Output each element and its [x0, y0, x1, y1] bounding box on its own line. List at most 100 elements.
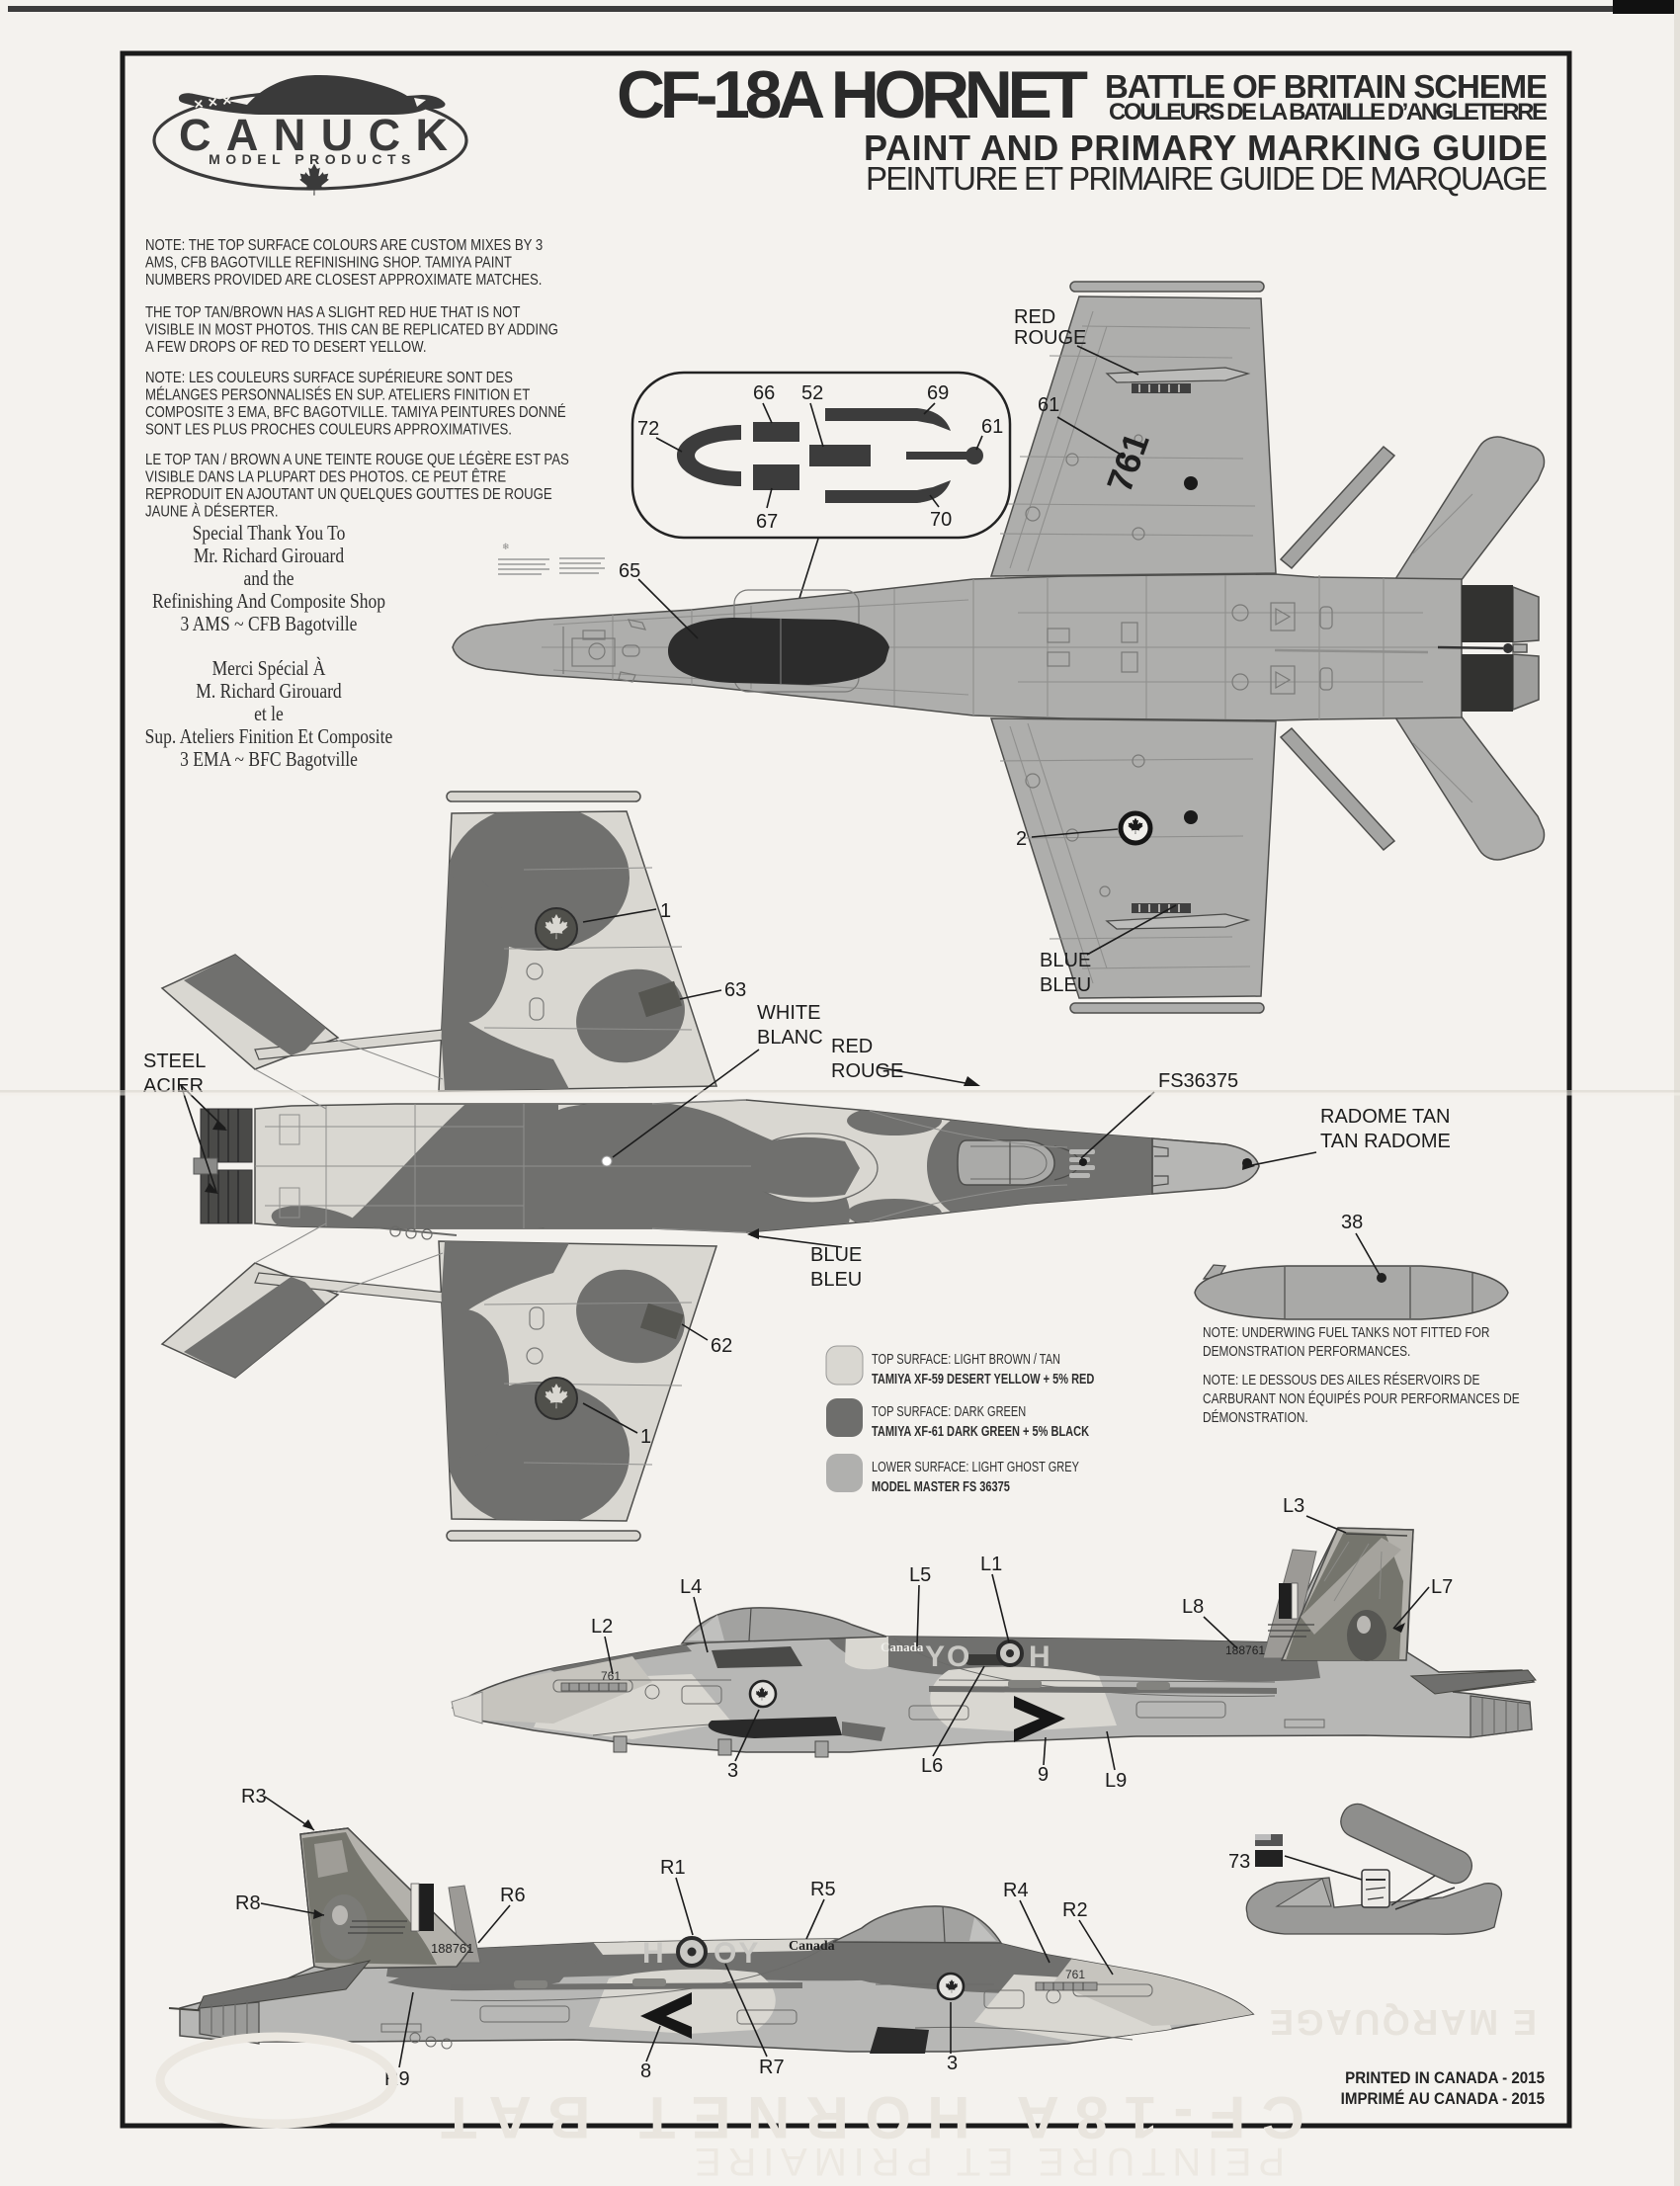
svg-text:H: H — [642, 1937, 664, 1970]
svg-text:L2: L2 — [591, 1616, 613, 1638]
svg-text:JAUNE À DÉSERTER.: JAUNE À DÉSERTER. — [145, 503, 279, 521]
svg-text:OY: OY — [714, 1937, 760, 1970]
svg-text:70: 70 — [930, 509, 952, 531]
svg-text:8: 8 — [640, 2060, 651, 2082]
svg-text:Merci Spécial À: Merci Spécial À — [212, 657, 326, 681]
svg-text:R3: R3 — [241, 1786, 267, 1808]
svg-text:R7: R7 — [759, 2057, 785, 2078]
svg-text:BLEU: BLEU — [810, 1269, 862, 1291]
svg-text:TOP SURFACE: DARK GREEN: TOP SURFACE: DARK GREEN — [872, 1402, 1026, 1419]
svg-text:E MARQUAGE: E MARQUAGE — [1270, 2002, 1537, 2043]
svg-text:VISIBLE IN MOST PHOTOS. THIS C: VISIBLE IN MOST PHOTOS. THIS CAN BE REPL… — [145, 322, 558, 339]
svg-text:H: H — [1029, 1640, 1050, 1673]
svg-text:FS36375: FS36375 — [1158, 1070, 1238, 1092]
svg-text:761: 761 — [1065, 1968, 1085, 1981]
svg-text:R6: R6 — [500, 1885, 526, 1906]
svg-text:73: 73 — [1228, 1851, 1250, 1873]
svg-text:38: 38 — [1341, 1212, 1363, 1233]
svg-text:L3: L3 — [1283, 1495, 1304, 1517]
svg-text:3: 3 — [727, 1760, 738, 1782]
svg-text:BATTLE OF BRITAIN SCHEME: BATTLE OF BRITAIN SCHEME — [1105, 68, 1548, 105]
svg-text:NOTE: LES COULEURS SURFACE SUP: NOTE: LES COULEURS SURFACE SUPÉRIEURE SO… — [145, 369, 513, 386]
svg-text:PEINTURE ET PRIMAIRE GUIDE DE: PEINTURE ET PRIMAIRE GUIDE DE MARQUAGE — [866, 160, 1548, 197]
svg-text:R8: R8 — [235, 1892, 261, 1914]
svg-text:WHITE: WHITE — [757, 1002, 820, 1024]
svg-text:ROUGE: ROUGE — [831, 1060, 903, 1082]
svg-text:STEEL: STEEL — [143, 1051, 206, 1072]
svg-text:3 AMS ~ CFB Bagotville: 3 AMS ~ CFB Bagotville — [181, 614, 358, 636]
svg-text:3 EMA ~ BFC Bagotville: 3 EMA ~ BFC Bagotville — [180, 749, 358, 772]
svg-text:IMPRIMÉ AU CANADA - 2015: IMPRIMÉ AU CANADA - 2015 — [1341, 2088, 1545, 2108]
svg-text:CARBURANT NON ÉQUIPÉS POUR PER: CARBURANT NON ÉQUIPÉS POUR PERFORMANCES … — [1203, 1390, 1520, 1406]
svg-text:188761: 188761 — [431, 1941, 473, 1956]
svg-text:R4: R4 — [1003, 1880, 1029, 1901]
svg-text:L7: L7 — [1431, 1576, 1453, 1598]
svg-text:69: 69 — [927, 382, 949, 404]
svg-text:BLANC: BLANC — [757, 1027, 823, 1049]
svg-text:761: 761 — [601, 1669, 621, 1683]
svg-text:63: 63 — [724, 979, 746, 1001]
svg-text:NUMBERS PROVIDED ARE CLOSEST A: NUMBERS PROVIDED ARE CLOSEST APPROXIMATE… — [145, 272, 542, 289]
svg-text:ROUGE: ROUGE — [1014, 327, 1086, 349]
svg-text:65: 65 — [619, 560, 640, 582]
svg-text:61: 61 — [981, 416, 1003, 438]
svg-text:67: 67 — [756, 511, 778, 533]
svg-text:Mr. Richard Girouard: Mr. Richard Girouard — [194, 546, 345, 568]
svg-text:Special Thank You To: Special Thank You To — [193, 523, 346, 546]
svg-text:RED: RED — [831, 1036, 873, 1057]
svg-text:MÉLANGES PERSONNALISÉS EN SUP.: MÉLANGES PERSONNALISÉS EN SUP. ATELIERS … — [145, 386, 530, 404]
svg-text:❄: ❄ — [502, 542, 510, 551]
svg-text:NOTE: UNDERWING FUEL TANKS NOT: NOTE: UNDERWING FUEL TANKS NOT FITTED FO… — [1203, 1324, 1489, 1340]
svg-text:3: 3 — [947, 2053, 958, 2074]
svg-text:and the: and the — [243, 568, 294, 591]
svg-text:Canada: Canada — [789, 1939, 835, 1954]
svg-text:188761: 188761 — [1225, 1643, 1265, 1657]
svg-text:L8: L8 — [1182, 1596, 1204, 1618]
svg-text:1: 1 — [640, 1426, 651, 1448]
svg-text:TAMIYA XF-61 DARK GREEN + 5%: TAMIYA XF-61 DARK GREEN + 5% BLACK — [872, 1422, 1090, 1439]
svg-text:L6: L6 — [921, 1755, 943, 1777]
svg-text:RADOME TAN: RADOME TAN — [1320, 1106, 1451, 1128]
svg-text:R5: R5 — [810, 1879, 836, 1900]
svg-text:DEMONSTRATION PERFORMANCES.: DEMONSTRATION PERFORMANCES. — [1203, 1343, 1410, 1359]
svg-text:PEINTURE ET PRIMAIRE: PEINTURE ET PRIMAIRE — [692, 2140, 1285, 2183]
svg-text:PRINTED IN CANADA - 2015: PRINTED IN CANADA - 2015 — [1345, 2068, 1545, 2087]
svg-text:RED: RED — [1014, 306, 1055, 328]
svg-text:REPRODUIT EN AJOUTANT UN QUELQ: REPRODUIT EN AJOUTANT UN QUELQUES GOUTTE… — [145, 486, 552, 503]
svg-text:L1: L1 — [980, 1554, 1002, 1575]
svg-text:MODEL PRODUCTS: MODEL PRODUCTS — [209, 151, 416, 167]
svg-text:A FEW DROPS OF RED TO DESERT Y: A FEW DROPS OF RED TO DESERT YELLOW. — [145, 339, 427, 356]
svg-text:AMS, CFB BAGOTVILLE REFINISHIN: AMS, CFB BAGOTVILLE REFINISHING SHOP. TA… — [145, 255, 512, 272]
svg-text:M. Richard Girouard: M. Richard Girouard — [196, 681, 342, 704]
svg-text:COMPOSITE 3 EMA, BFC BAGOTVILL: COMPOSITE 3 EMA, BFC BAGOTVILLE. TAMIYA … — [145, 403, 566, 421]
svg-text:52: 52 — [801, 382, 823, 404]
svg-text:Sup. Ateliers Finition Et Comp: Sup. Ateliers Finition Et Composite — [145, 726, 393, 749]
svg-text:BLEU: BLEU — [1040, 974, 1091, 996]
svg-text:YO: YO — [925, 1640, 971, 1673]
svg-text:9: 9 — [1038, 1764, 1049, 1786]
svg-text:MODEL MASTER FS 36375: MODEL MASTER FS 36375 — [872, 1477, 1010, 1494]
svg-text:BLUE: BLUE — [1040, 950, 1091, 971]
svg-text:DÉMONSTRATION.: DÉMONSTRATION. — [1203, 1409, 1308, 1425]
svg-text:L9: L9 — [1105, 1770, 1127, 1792]
svg-text:TAN RADOME: TAN RADOME — [1320, 1131, 1451, 1152]
svg-text:THE TOP TAN/BROWN HAS A SLIGHT: THE TOP TAN/BROWN HAS A SLIGHT RED HUE T… — [145, 304, 521, 321]
svg-text:72: 72 — [637, 418, 659, 440]
svg-text:66: 66 — [753, 382, 775, 404]
svg-text:L5: L5 — [909, 1564, 931, 1586]
svg-text:CF-18A HORNET: CF-18A HORNET — [617, 57, 1087, 132]
svg-text:NOTE: LE DESSOUS DES AILES RÉS: NOTE: LE DESSOUS DES AILES RÉSERVOIRS DE — [1203, 1372, 1480, 1387]
svg-text:61: 61 — [1038, 394, 1059, 416]
svg-text:PAINT AND PRIMARY MARKING GUID: PAINT AND PRIMARY MARKING GUIDE — [864, 127, 1548, 168]
svg-text:COULEURS DE LA BATAILLE D’ANGL: COULEURS DE LA BATAILLE D’ANGLETERRE — [1109, 99, 1548, 126]
svg-text:LOWER SURFACE: LIGHT GHOST GR: LOWER SURFACE: LIGHT GHOST GREY — [872, 1458, 1079, 1474]
svg-text:NOTE: THE TOP SURFACE COLOURS: NOTE: THE TOP SURFACE COLOURS ARE CUSTOM… — [145, 237, 543, 254]
svg-text:R2: R2 — [1062, 1899, 1088, 1921]
svg-text:TAMIYA XF-59 DESERT YELLOW +: TAMIYA XF-59 DESERT YELLOW + 5% RED — [872, 1370, 1094, 1387]
svg-text:L4: L4 — [680, 1576, 702, 1598]
svg-text:VISIBLE DANS LA PLUPART DES PH: VISIBLE DANS LA PLUPART DES PHOTOS. CE P… — [145, 468, 506, 486]
svg-text:SONT LES PLUS PROCHES COULEURS: SONT LES PLUS PROCHES COULEURS APPROXIMA… — [145, 422, 512, 439]
svg-text:62: 62 — [711, 1335, 732, 1357]
svg-text:TOP SURFACE: LIGHT BROWN / TAN: TOP SURFACE: LIGHT BROWN / TAN — [872, 1350, 1060, 1367]
svg-text:Canada: Canada — [881, 1640, 924, 1654]
